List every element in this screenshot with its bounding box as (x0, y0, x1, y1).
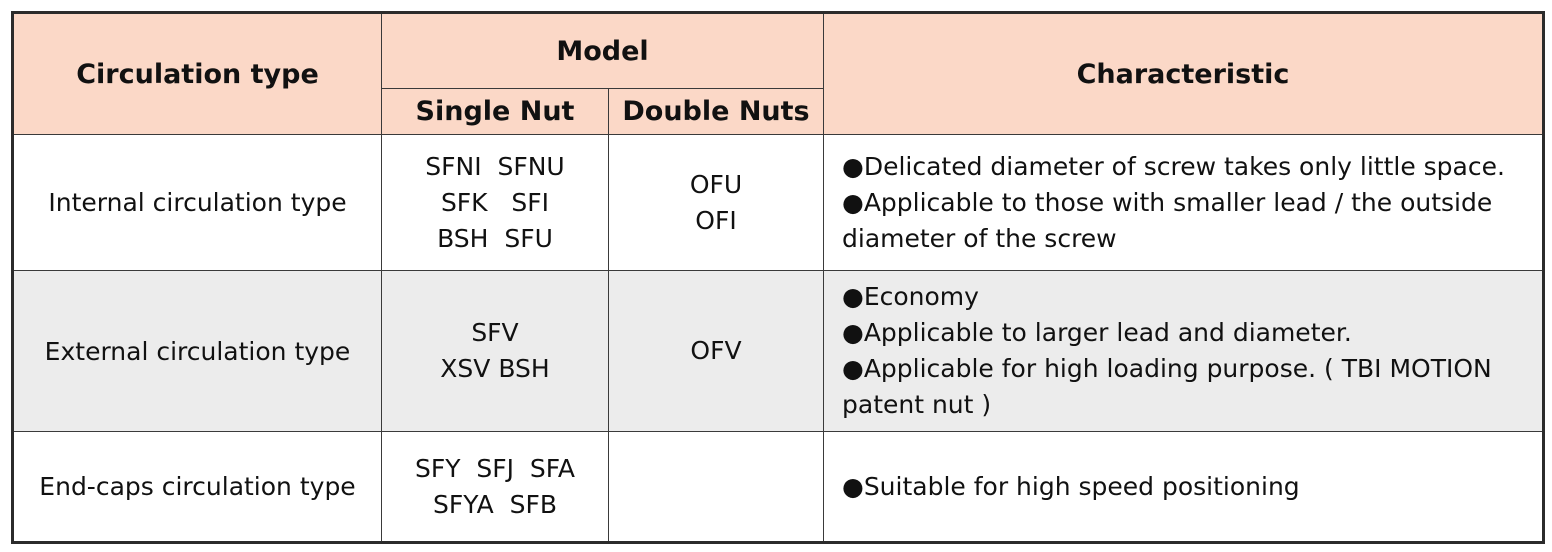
characteristic-item: ●Applicable to those with smaller lead /… (842, 187, 1493, 253)
single-nut-model-line: SFNI SFNU (425, 151, 565, 181)
characteristic-item: ●Delicated diameter of screw takes only … (842, 151, 1505, 181)
double-nuts-model-line: OFI (695, 205, 737, 235)
row-circulation-type: End-caps circulation type (12, 431, 382, 543)
header-circulation-type: Circulation type (12, 12, 382, 135)
single-nut-model-line: XSV BSH (440, 354, 550, 383)
header-characteristic: Characteristic (823, 12, 1544, 135)
table-row: Internal circulation type SFNI SFNU SFK … (12, 134, 1544, 271)
row-double-nuts-models: OFU OFI (608, 134, 824, 271)
header-double-nuts: Double Nuts (608, 88, 824, 135)
header-row-sub: Single Nut Double Nuts (13, 88, 1544, 135)
characteristic-item: ●Applicable for high loading purpose. ( … (842, 354, 1492, 419)
characteristic-item: ●Suitable for high speed positioning (842, 471, 1300, 501)
single-nut-model-line: BSH SFU (437, 223, 553, 253)
row-single-nut-models: SFV XSV BSH (381, 270, 609, 432)
row-characteristics: ●Delicated diameter of screw takes only … (823, 134, 1544, 271)
header-model: Model (381, 12, 824, 89)
double-nuts-model-line: OFV (690, 336, 742, 365)
double-nuts-model-line: OFU (689, 169, 743, 199)
characteristic-item: ●Economy (842, 282, 979, 311)
row-characteristics: ●Suitable for high speed positioning (823, 431, 1544, 543)
row-single-nut-models: SFY SFJ SFA SFYA SFB (381, 431, 609, 543)
circulation-spec-table: Circulation type Model Characteristic Si… (11, 11, 1545, 544)
single-nut-model-line: SFK SFI (440, 187, 550, 217)
row-characteristics: ●Economy ●Applicable to larger lead and … (823, 270, 1544, 432)
table-row: External circulation type SFV XSV BSH OF… (12, 270, 1544, 432)
row-circulation-type: Internal circulation type (12, 134, 382, 271)
header-row-top: Circulation type Model Characteristic (12, 12, 1544, 135)
single-nut-model-line: SFYA SFB (433, 489, 557, 519)
single-nut-model-line: SFV (471, 318, 519, 347)
table-row: End-caps circulation type SFY SFJ SFA SF… (12, 431, 1544, 543)
row-double-nuts-models (608, 431, 824, 543)
single-nut-model-line: SFY SFJ SFA (415, 453, 575, 483)
row-circulation-type: External circulation type (12, 270, 382, 432)
row-double-nuts-models: OFV (608, 270, 824, 432)
header-single-nut: Single Nut (381, 88, 609, 135)
characteristic-item: ●Applicable to larger lead and diameter. (842, 318, 1352, 347)
row-single-nut-models: SFNI SFNU SFK SFI BSH SFU (381, 134, 609, 271)
